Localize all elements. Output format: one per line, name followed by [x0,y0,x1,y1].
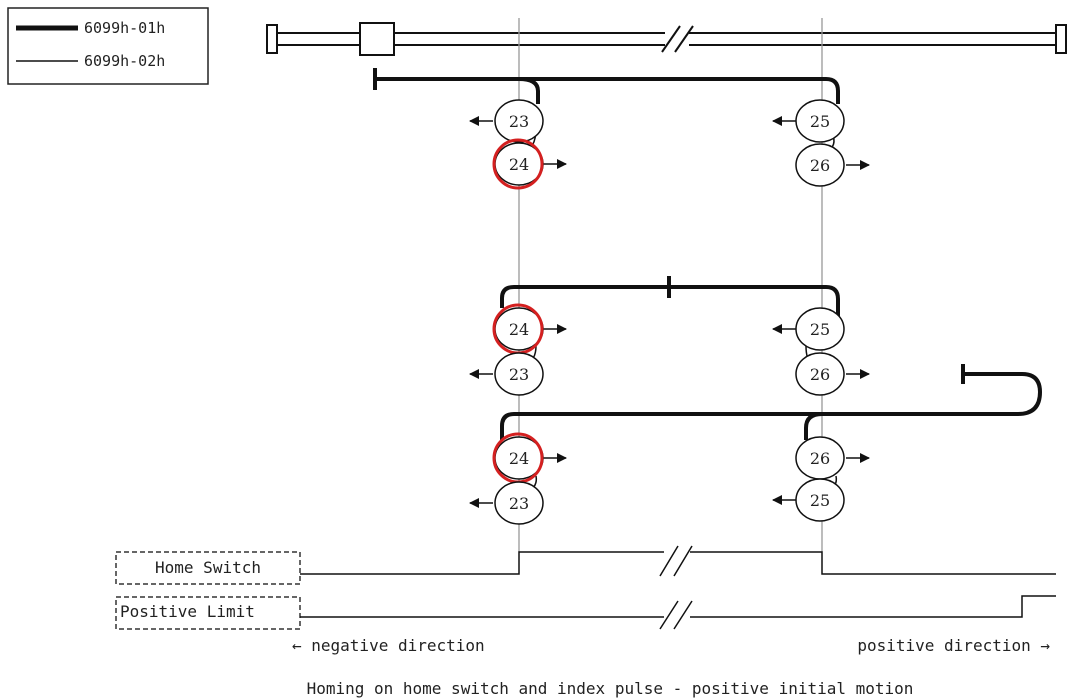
waveform-break-mark [659,600,679,630]
method-number: 23 [509,494,529,513]
rail-break-gap [665,30,689,48]
legend-thick-label: 6099h-01h [84,19,165,37]
method-number: 25 [810,320,830,339]
row3-thick-path [500,372,1043,440]
method-node: 26 [795,352,845,396]
method-node: 25 [795,99,845,143]
method-node-highlighted: 24 [492,138,544,190]
legend: 6099h-01h 6099h-02h [7,7,209,85]
negative-direction-label: ← negative direction [292,636,485,655]
method-node: 25 [795,478,845,522]
rail-break-mark [674,25,694,53]
rail-right-end [1055,24,1067,54]
home-switch-label: Home Switch [155,558,261,577]
axis-rail [266,22,1067,56]
waveform-break-mark [659,545,679,577]
positive-limit-label: Positive Limit [120,602,255,621]
method-number: 24 [509,449,529,468]
positive-limit-signal: Positive Limit [115,595,1056,630]
method-number: 23 [509,365,529,384]
highlight-ring [492,138,544,190]
method-node-highlighted: 24 [492,432,544,484]
row3-paths [469,364,1043,508]
row1-thick-branch [518,77,540,104]
home-switch-signal: Home Switch [115,545,1056,585]
legend-box [7,7,209,85]
positive-direction-label: positive direction → [857,636,1050,655]
method-number: 25 [810,112,830,131]
method-node: 23 [494,99,544,143]
rail-left-end [266,24,278,54]
legend-thin-label: 6099h-02h [84,52,165,70]
waveform-break-mark [673,545,693,577]
method-number: 23 [509,112,529,131]
method-node: 25 [795,307,845,351]
home-switch-label-box [115,551,301,585]
method-number: 26 [810,156,830,175]
method-number: 24 [509,320,529,339]
method-number: 25 [810,491,830,510]
rail-break-mark [661,25,681,53]
waveform-break-mark [673,600,693,630]
method-number: 24 [509,155,529,174]
method-node-highlighted: 24 [492,303,544,355]
row1-paths [373,68,870,170]
carriage-block [359,22,395,56]
row3-thick-branch [804,412,823,440]
method-node: 23 [494,481,544,525]
method-node: 23 [494,352,544,396]
method-number: 26 [810,449,830,468]
method-number: 26 [810,365,830,384]
positive-limit-waveform [300,595,1056,618]
row1-thick-path [375,77,840,104]
diagram-caption: Homing on home switch and index pulse - … [307,679,914,698]
positive-limit-label-box [115,596,301,630]
method-node: 26 [795,143,845,187]
method-node: 26 [795,436,845,480]
